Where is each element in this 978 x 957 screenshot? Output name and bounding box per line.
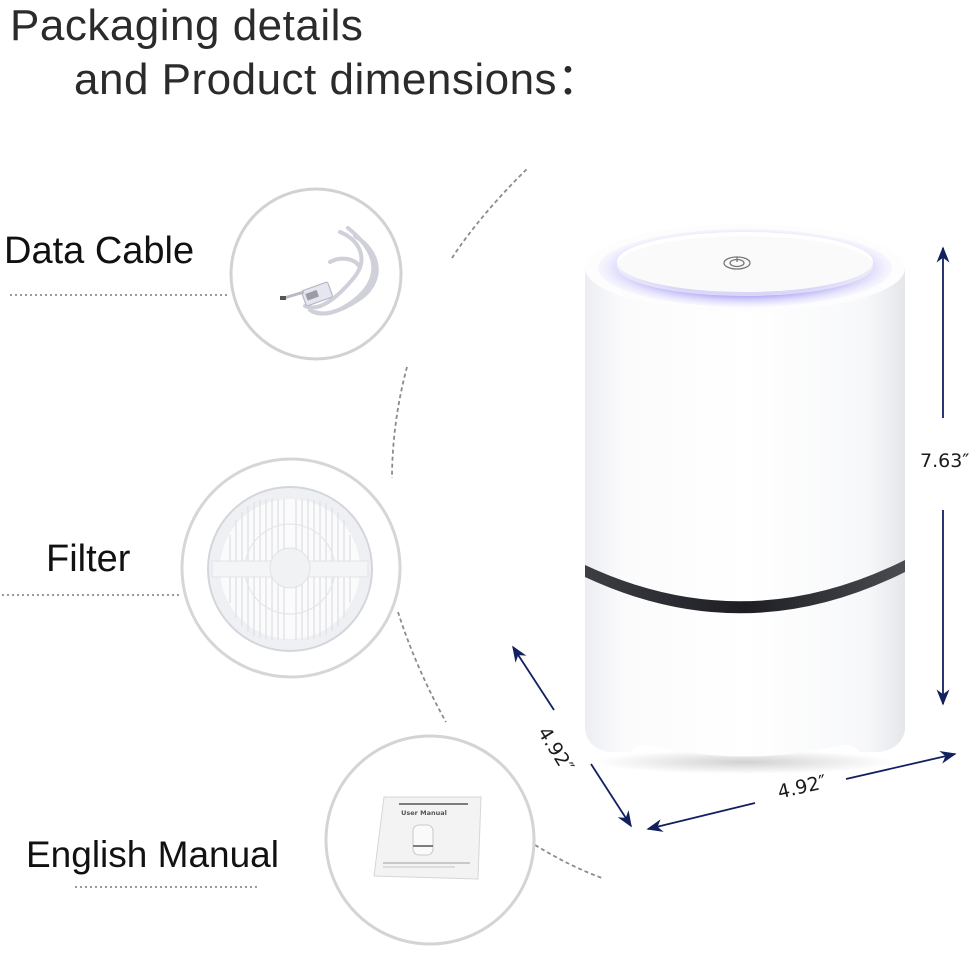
svg-text:User Manual: User Manual	[401, 809, 447, 817]
user-manual-icon: User Manual	[373, 796, 482, 880]
dimension-height: 7.63″	[920, 450, 970, 472]
accessory-circle-data-cable	[229, 187, 403, 361]
power-icon	[723, 256, 751, 270]
dashed-connector-arc	[391, 167, 603, 879]
usb-cable-icon	[303, 226, 379, 316]
accessory-circle-filter	[180, 457, 402, 679]
label-data-cable: Data Cable	[4, 230, 195, 272]
air-purifier-icon	[585, 224, 905, 774]
depth-arrow-up	[512, 645, 555, 711]
width-arrow-left	[646, 802, 756, 832]
dark-band	[585, 560, 905, 614]
label-leader-lines	[2, 294, 260, 888]
dimension-arrows	[512, 246, 957, 832]
label-english-manual: English Manual	[26, 834, 279, 875]
page-title-line-1: Packaging details	[10, 1, 364, 50]
page-title-line-2: and Product dimensions：	[74, 55, 602, 104]
hepa-filter-icon	[207, 486, 373, 652]
width-arrow-right	[845, 750, 957, 780]
depth-arrow-down	[590, 763, 632, 828]
label-filter: Filter	[46, 538, 131, 580]
accessory-circle-manual: User Manual	[324, 734, 536, 946]
